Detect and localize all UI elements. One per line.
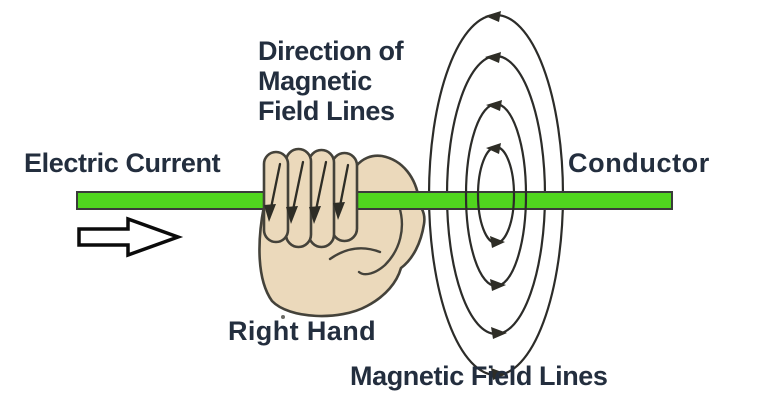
magnetic-field-lines-label: Magnetic Field Lines (350, 361, 608, 391)
hand-fingers (262, 147, 359, 249)
field-arrow-bottom-3 (490, 279, 506, 291)
finger-arrowhead-4 (333, 202, 345, 220)
direction-of-field-label: Direction of Magnetic Field Lines (258, 36, 404, 126)
electric-current-label: Electric Current (24, 148, 221, 178)
field-arrow-bottom-1 (491, 368, 507, 380)
current-direction-arrow (77, 216, 184, 258)
finger-direction-arrows (264, 160, 350, 224)
finger-4 (330, 151, 359, 243)
palm-crease-line (328, 247, 382, 261)
finger-arrowhead-3 (309, 206, 321, 224)
finger-arrow-2 (291, 160, 305, 212)
finger-arrowhead-1 (264, 204, 276, 222)
finger-2 (284, 147, 313, 249)
finger-arrow-4 (338, 163, 350, 208)
finger-1 (262, 150, 290, 244)
field-arrow-bottom-4 (490, 236, 505, 248)
ink-speck (281, 315, 285, 319)
field-arrow-top-3 (486, 100, 502, 111)
field-arrow-top-4 (486, 143, 501, 154)
finger-arrow-1 (269, 162, 282, 210)
conductor-rod (76, 191, 673, 210)
finger-arrow-3 (314, 160, 328, 212)
right-hand-label: Right Hand (228, 316, 376, 346)
field-arrow-bottom-2 (491, 327, 507, 339)
field-arrow-top-2 (485, 52, 501, 63)
conductor-label: Conductor (568, 148, 710, 178)
finger-3 (307, 148, 336, 249)
magnetic-field-lines-front (464, 100, 528, 291)
field-arrow-top-1 (485, 11, 501, 22)
finger-arrowhead-2 (286, 206, 298, 224)
thumb-crease-line (357, 204, 404, 276)
